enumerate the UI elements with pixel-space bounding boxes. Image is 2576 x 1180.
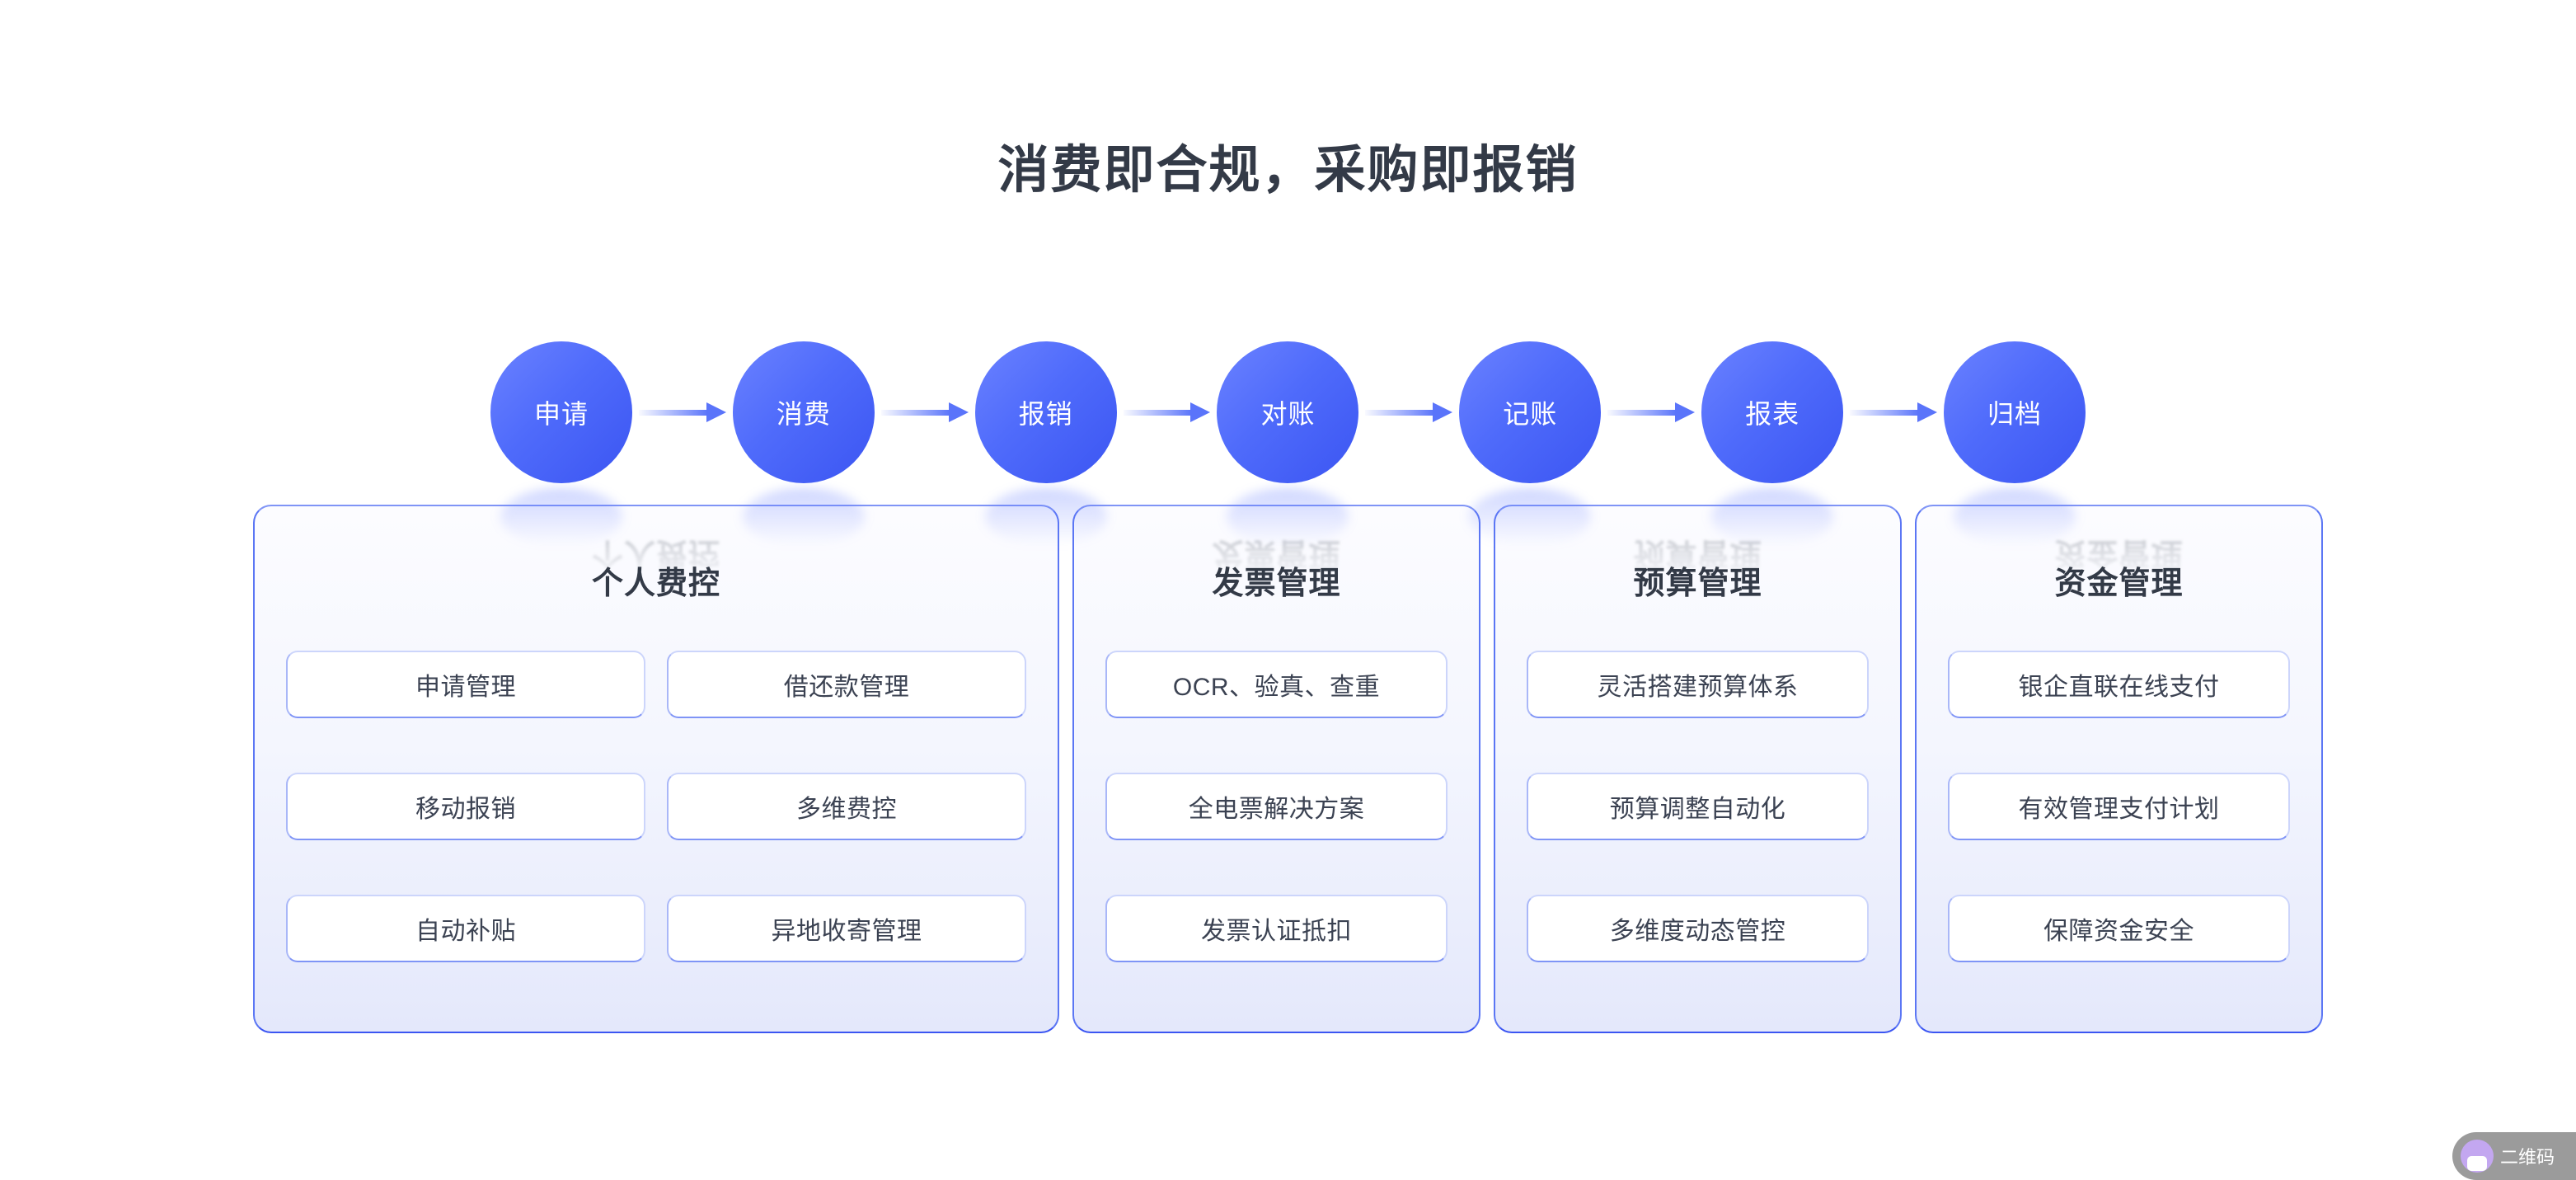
flow-step-reflection bbox=[1469, 488, 1592, 546]
feature-tile[interactable]: 移动报销 bbox=[286, 773, 645, 840]
panel-title: 个人费控 bbox=[591, 566, 720, 601]
feature-tile[interactable]: 借还款管理 bbox=[667, 651, 1026, 718]
flow-step-circle[interactable]: 对账 bbox=[1217, 341, 1359, 483]
flow-arrow-shaft bbox=[1365, 410, 1435, 416]
flow-arrow-icon bbox=[1607, 402, 1696, 422]
feature-panel: 预算管理预算管理灵活搭建预算体系预算调整自动化多维度动态管控 bbox=[1494, 505, 1902, 1033]
flow-step[interactable]: 报销 bbox=[974, 341, 1117, 546]
page-title: 消费即合规，采购即报销 bbox=[997, 142, 1579, 199]
panel-tile-grid: 申请管理借还款管理移动报销多维费控自动补贴异地收寄管理 bbox=[286, 651, 1026, 962]
flow-step-circle[interactable]: 报销 bbox=[974, 341, 1117, 483]
feature-tile[interactable]: 预算调整自动化 bbox=[1527, 773, 1869, 840]
flow-arrow-shaft bbox=[1607, 410, 1677, 416]
flow-arrow-head bbox=[1917, 402, 1937, 422]
flow-step-circle[interactable]: 报表 bbox=[1701, 341, 1844, 483]
feature-tile[interactable]: 发票认证抵扣 bbox=[1105, 895, 1448, 962]
flow-step[interactable]: 记账 bbox=[1459, 341, 1602, 546]
flow-step[interactable]: 对账 bbox=[1217, 341, 1359, 546]
flow-step-circle[interactable]: 记账 bbox=[1459, 341, 1602, 483]
panel-title: 发票管理 bbox=[1212, 566, 1341, 601]
feature-tile[interactable]: 全电票解决方案 bbox=[1105, 773, 1448, 840]
flow-step-reflection bbox=[500, 488, 622, 546]
flow-step-reflection bbox=[742, 488, 865, 546]
feature-tile[interactable]: 有效管理支付计划 bbox=[1948, 773, 2290, 840]
flow-step-circle[interactable]: 消费 bbox=[732, 341, 875, 483]
flow-arrow-head bbox=[1190, 402, 1211, 422]
flow-step-circle[interactable]: 申请 bbox=[490, 341, 632, 483]
feature-tile[interactable]: 灵活搭建预算体系 bbox=[1527, 651, 1869, 718]
floating-widget-label: 二维码 bbox=[2500, 1147, 2555, 1168]
flow-arrow-head bbox=[948, 402, 969, 422]
flow-arrow-icon bbox=[1365, 402, 1453, 422]
person-avatar-icon bbox=[2461, 1140, 2494, 1173]
feature-tile[interactable]: 多维费控 bbox=[667, 773, 1026, 840]
flow-step[interactable]: 报表 bbox=[1701, 341, 1844, 546]
flow-step[interactable]: 消费 bbox=[732, 341, 875, 546]
panel-title: 预算管理 bbox=[1633, 566, 1762, 601]
flow-step[interactable]: 申请 bbox=[490, 341, 632, 546]
feature-tile[interactable]: 异地收寄管理 bbox=[667, 895, 1026, 962]
panel-tile-grid: 银企直联在线支付有效管理支付计划保障资金安全 bbox=[1948, 651, 2290, 962]
feature-tile[interactable]: 多维度动态管控 bbox=[1527, 895, 1869, 962]
flow-step-reflection bbox=[1227, 488, 1349, 546]
flow-arrow-icon bbox=[1123, 402, 1211, 422]
flow-arrow-shaft bbox=[880, 410, 950, 416]
feature-tile[interactable]: 保障资金安全 bbox=[1948, 895, 2290, 962]
feature-panel-group: 个人费控个人费控申请管理借还款管理移动报销多维费控自动补贴异地收寄管理发票管理发… bbox=[253, 505, 2323, 1033]
panel-tile-grid: 灵活搭建预算体系预算调整自动化多维度动态管控 bbox=[1527, 651, 1869, 962]
panel-tile-grid: OCR、验真、查重全电票解决方案发票认证抵扣 bbox=[1105, 651, 1448, 962]
flow-step-circle[interactable]: 归档 bbox=[1943, 341, 2086, 483]
feature-panel: 资金管理资金管理银企直联在线支付有效管理支付计划保障资金安全 bbox=[1915, 505, 2323, 1033]
flow-step-reflection bbox=[984, 488, 1107, 546]
flow-arrow-shaft bbox=[1850, 410, 1919, 416]
floating-contact-widget[interactable]: 二维码 bbox=[2452, 1132, 2576, 1180]
flow-arrow-shaft bbox=[639, 410, 708, 416]
process-flow: 申请消费报销对账记账报表归档 bbox=[490, 330, 2086, 546]
flow-arrow-shaft bbox=[1123, 410, 1193, 416]
flow-arrow-head bbox=[1675, 402, 1696, 422]
flow-arrow-icon bbox=[639, 402, 726, 422]
feature-panel: 个人费控个人费控申请管理借还款管理移动报销多维费控自动补贴异地收寄管理 bbox=[253, 505, 1059, 1033]
feature-tile[interactable]: OCR、验真、查重 bbox=[1105, 651, 1448, 718]
flow-step[interactable]: 归档 bbox=[1943, 341, 2086, 546]
flow-arrow-head bbox=[1433, 402, 1453, 422]
feature-tile[interactable]: 申请管理 bbox=[286, 651, 645, 718]
flow-step-reflection bbox=[1953, 488, 2076, 546]
flow-step-reflection bbox=[1711, 488, 1834, 546]
flow-arrow-icon bbox=[1850, 402, 1937, 422]
feature-tile[interactable]: 银企直联在线支付 bbox=[1948, 651, 2290, 718]
feature-tile[interactable]: 自动补贴 bbox=[286, 895, 645, 962]
panel-title: 资金管理 bbox=[2054, 566, 2184, 601]
flow-arrow-icon bbox=[880, 402, 969, 422]
flow-arrow-head bbox=[706, 402, 726, 422]
